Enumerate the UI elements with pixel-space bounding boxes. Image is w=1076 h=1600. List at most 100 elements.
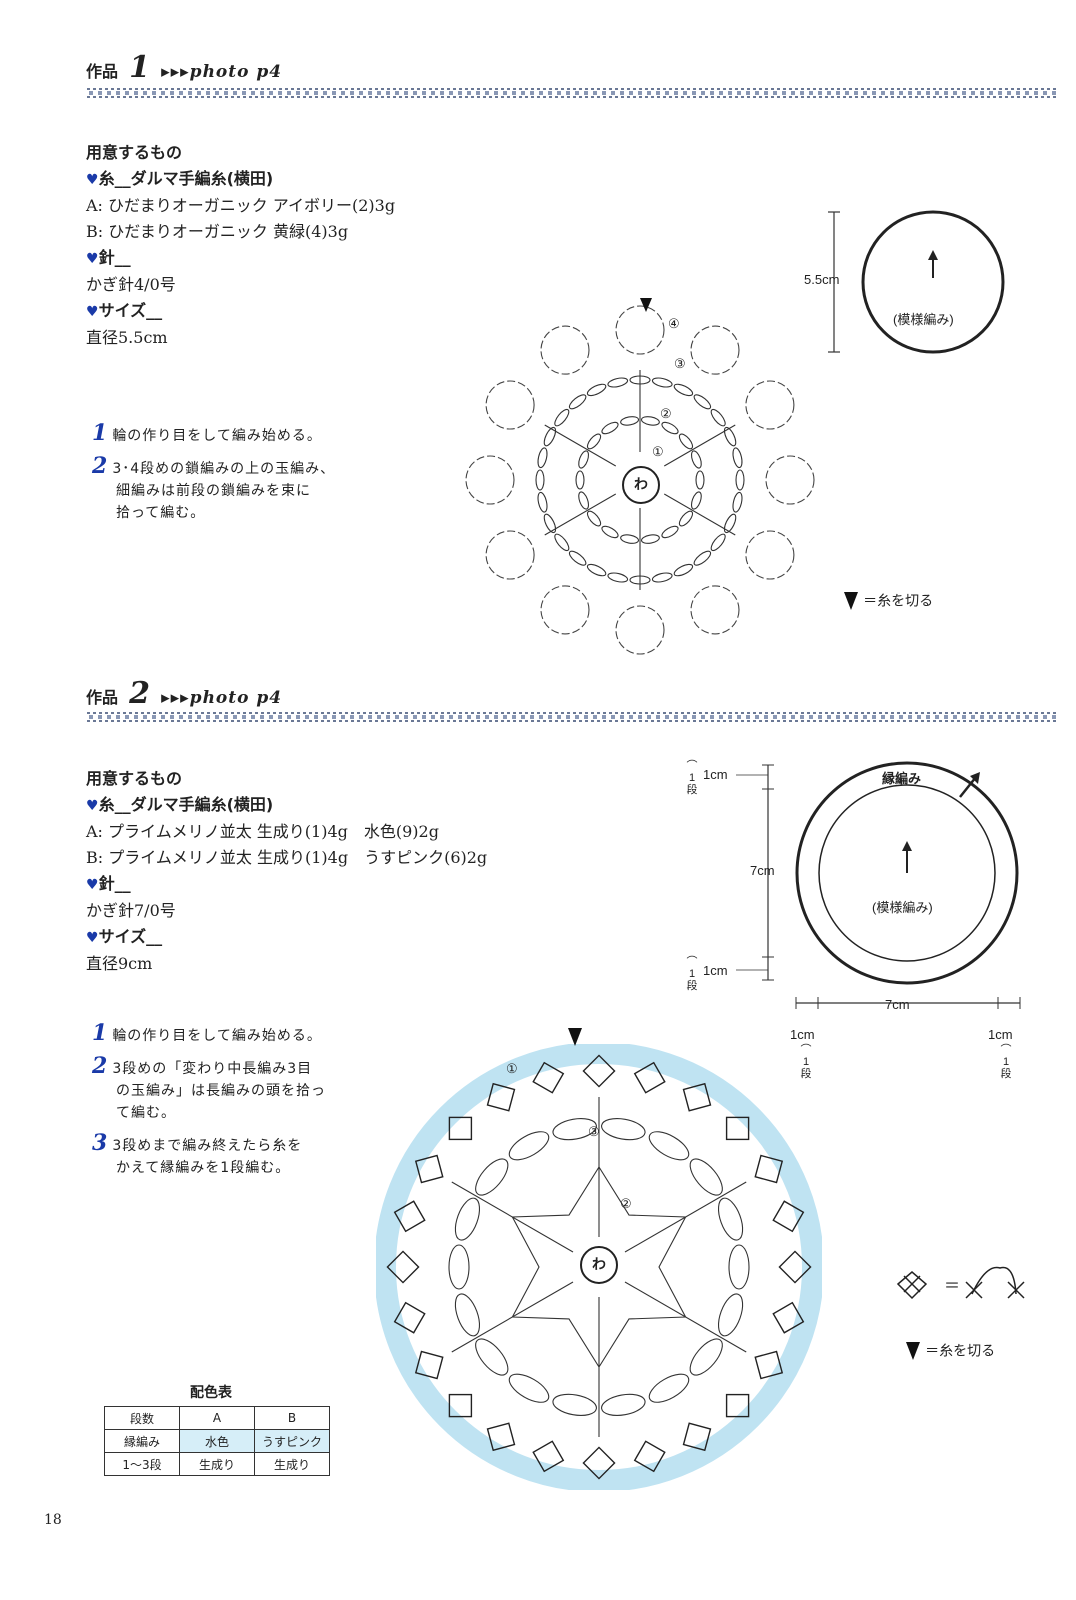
work2-dimension-diagram <box>736 761 1021 1009</box>
chain-stitch <box>710 408 726 427</box>
puff-stitch <box>508 1131 550 1161</box>
symbol-legend <box>896 1266 1025 1300</box>
chain-stitch <box>607 377 629 388</box>
puff-stitch <box>475 1338 509 1376</box>
puff-stitch <box>454 1293 481 1337</box>
yarn-a: A: ひだまりオーガニック アイボリー(2)3g <box>86 196 396 215</box>
chain-stitch <box>601 525 619 539</box>
chain-stitch <box>535 469 545 491</box>
chain-stitch <box>601 421 619 435</box>
puff-stitch <box>552 1393 597 1416</box>
edge-stitch <box>633 1440 666 1473</box>
stitch-line <box>624 1181 747 1253</box>
yarn-a: A: プライムメリノ並太 生成り(1)4g 水色(9)2g <box>86 822 439 841</box>
size-label: サイズ__ <box>98 301 163 320</box>
stitch-line <box>663 424 736 467</box>
work-number: 1 <box>129 50 150 85</box>
stitch-line <box>624 1281 747 1353</box>
chain-stitch <box>586 510 602 527</box>
needle-value: かぎ針4/0号 <box>86 275 176 294</box>
chain-stitch <box>710 533 726 552</box>
puff-stitch <box>601 1393 646 1416</box>
round-marker-3: ③ <box>674 356 686 371</box>
puff-stitch <box>648 1131 690 1161</box>
ring-label: わ <box>580 1246 618 1284</box>
round-marker-1: ① <box>652 444 664 459</box>
work1-dimension-diagram <box>828 210 1005 354</box>
pattern-label: (模様編み) <box>872 900 933 915</box>
edge-stitch <box>582 1446 616 1480</box>
puff-stitch <box>648 1373 690 1403</box>
edge-stitch <box>486 1082 516 1112</box>
chain-stitch <box>568 550 587 566</box>
picot-loop <box>690 585 740 635</box>
yarn-b: B: ひだまりオーガニック 黄緑(4)3g <box>86 222 349 241</box>
table-cell: 生成り <box>179 1452 255 1476</box>
chain-stitch <box>690 491 702 510</box>
chain-stitch <box>693 550 712 566</box>
chain-stitch <box>673 383 694 397</box>
picot-loop <box>765 455 815 505</box>
chain-stitch <box>732 447 743 469</box>
chain-stitch <box>537 491 548 513</box>
chain-stitch <box>537 447 548 469</box>
edge-stitch <box>582 1054 616 1088</box>
table-cell: 水色 <box>179 1429 255 1453</box>
picot-loop <box>690 325 740 375</box>
size-label: サイズ__ <box>98 927 163 946</box>
stitch-line <box>544 493 617 536</box>
yarn-label: 糸__ダルマ手編糸(横田) <box>98 169 274 188</box>
chain-stitch <box>543 513 557 534</box>
edge-label: 縁編み <box>882 771 922 786</box>
dim-7cm-vertical: 7cm <box>750 863 775 878</box>
edge-stitch <box>386 1250 420 1284</box>
dim-1cm-left: 1cm <box>790 1027 815 1042</box>
chain-stitch <box>690 450 702 469</box>
puff-stitch <box>601 1118 646 1141</box>
stitch-line <box>451 1181 574 1253</box>
picot-loop <box>540 585 590 635</box>
table-cell: 縁編み <box>104 1429 180 1453</box>
round-marker-2: ② <box>620 1196 632 1211</box>
work2-materials: 用意するもの ♥糸__ダルマ手編糸(横田) A: プライムメリノ並太 生成り(1… <box>86 766 606 977</box>
picot-loop <box>745 530 795 580</box>
chain-stitch <box>673 563 694 577</box>
materials-heading: 用意するもの <box>86 143 183 162</box>
heart-icon: ♥ <box>86 172 99 188</box>
edge-stitch <box>725 1116 750 1141</box>
yarn-label: 糸__ダルマ手編糸(横田) <box>98 795 274 814</box>
dim-1cm-bottom: 1cm <box>703 963 728 978</box>
cut-triangle-icon <box>906 1341 920 1360</box>
needle-value: かぎ針7/0号 <box>86 901 176 920</box>
puff-stitch <box>689 1158 723 1196</box>
picot-loop <box>540 325 590 375</box>
picot-loop <box>465 455 515 505</box>
chain-stitch <box>578 491 590 510</box>
edge-stitch <box>448 1393 473 1418</box>
yarn-b: B: プライムメリノ並太 生成り(1)4g うすピンク(6)2g <box>86 848 488 867</box>
edge-stitch <box>414 1350 444 1380</box>
work2-header: 作品 2 ▸▸▸photo p4 <box>86 676 282 711</box>
dim-1cm-right: 1cm <box>988 1027 1013 1042</box>
work-label: 作品 <box>86 62 119 81</box>
cut-legend: ＝糸を切る <box>906 1340 995 1361</box>
chain-stitch <box>543 426 557 447</box>
table-header: A <box>179 1406 255 1430</box>
round-marker-2: ② <box>660 406 672 421</box>
needle-label: 針__ <box>98 874 131 893</box>
puff-stitch <box>475 1158 509 1196</box>
edge-stitch <box>393 1200 426 1233</box>
color-table: 段数 A B 縁編み 水色 うすピンク 1〜3段 生成り 生成り <box>104 1406 330 1476</box>
edge-stitch <box>682 1082 712 1112</box>
chain-stitch <box>695 470 705 490</box>
cut-marker-icon <box>640 298 652 312</box>
puff-stitch <box>454 1197 481 1241</box>
picot-loop <box>615 305 665 355</box>
